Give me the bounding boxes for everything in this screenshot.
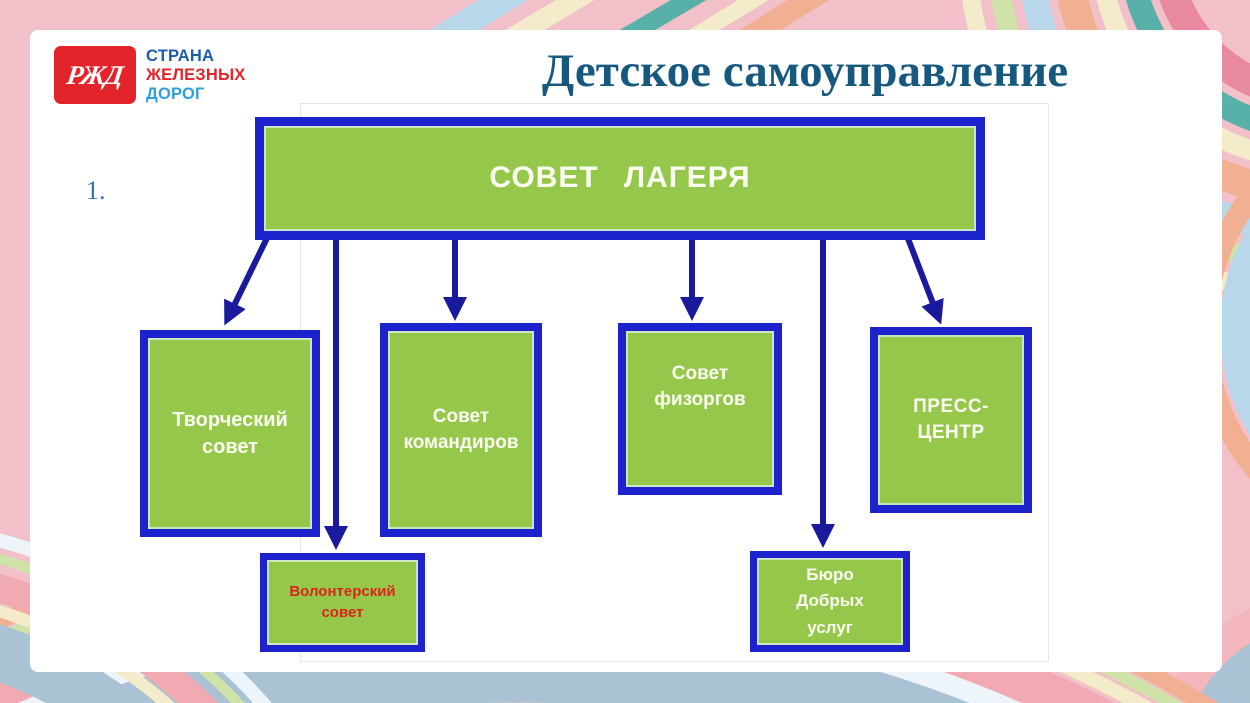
page-title: Детское самоуправление	[541, 45, 1069, 97]
org-box-good-services-bureau: Бюро Добрых услуг	[750, 551, 910, 652]
org-box-label: Совет физоргов	[654, 363, 746, 410]
list-number: 1.	[86, 176, 106, 205]
org-box-label: Волонтерский совет	[289, 583, 396, 621]
org-box-creative-council: Творческий совет	[140, 330, 320, 537]
rzd-logo: РЖД	[54, 46, 136, 104]
rzd-logo-monogram: РЖД	[65, 59, 125, 90]
org-box-label: Творческий совет	[172, 408, 288, 458]
brand-line-3: ДОРОГ	[146, 85, 205, 103]
org-box-camp-council: СОВЕТ ЛАГЕРЯ	[255, 117, 985, 240]
arrow-root-to-creative	[224, 234, 271, 326]
slide-canvas: РЖД СТРАНА ЖЕЛЕЗНЫХ ДОРОГ Детское самоуп…	[30, 30, 1222, 672]
org-box-label: ПРЕСС- ЦЕНТР	[913, 396, 989, 443]
org-box-commanders-council: Совет командиров	[380, 323, 542, 537]
brand-line-1: СТРАНА	[146, 47, 215, 65]
org-box-label: Совет командиров	[403, 406, 519, 453]
brand-line-2: ЖЕЛЕЗНЫХ	[146, 66, 246, 84]
org-box-label: СОВЕТ ЛАГЕРЯ	[489, 161, 751, 195]
brand-wordmark: СТРАНА ЖЕЛЕЗНЫХ ДОРОГ	[146, 47, 246, 104]
org-box-volunteer-council: Волонтерский совет	[260, 553, 425, 652]
org-box-press-center: ПРЕСС- ЦЕНТР	[870, 327, 1032, 513]
org-box-label: Бюро Добрых услуг	[796, 564, 864, 637]
org-box-sports-organizers-council: Совет физоргов	[618, 323, 782, 495]
